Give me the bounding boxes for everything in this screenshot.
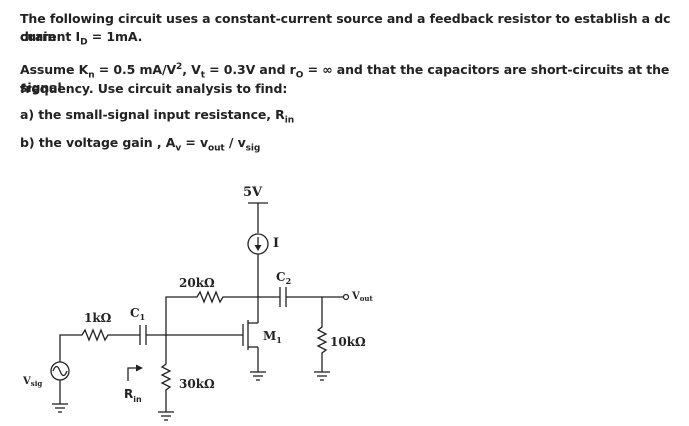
c1-label: C1	[130, 306, 145, 322]
current-source-icon	[247, 233, 269, 255]
assume-a-sub: n	[88, 70, 95, 81]
line2-pre: current I	[20, 29, 81, 44]
problem-line-1: The following circuit uses a constant-cu…	[20, 10, 689, 46]
part-a: a) the small-signal input resistance, Ri…	[20, 106, 294, 126]
vout-terminal	[342, 293, 350, 301]
transistor-label-sub: 1	[276, 335, 282, 345]
assume-c: , V	[182, 62, 201, 77]
ground-icon	[314, 371, 330, 381]
part-b: b) the voltage gain , Av = vout / vsig	[20, 134, 261, 154]
assume-b: = 0.5 mA/V	[94, 62, 177, 77]
part-b-mid: = v	[181, 135, 209, 150]
part-a-text: a) the small-signal input resistance, R	[20, 107, 285, 122]
part-a-sub: in	[284, 115, 294, 126]
rsig-resistor-icon	[59, 328, 140, 362]
rf-label: 20kΩ	[179, 276, 215, 290]
c1-label-sub: 1	[140, 312, 146, 322]
assume-d-sub: O	[295, 70, 304, 81]
part-b-slash: / v	[224, 135, 246, 150]
line2-post: = 1mA.	[87, 29, 143, 44]
transistor-label: M1	[263, 329, 282, 345]
problem-assume: Assume Kn = 0.5 mA/V2, Vt = 0.3V and rO …	[20, 61, 689, 97]
vsig-label: Vsig	[22, 376, 42, 388]
line2-sub: D	[80, 37, 88, 48]
problem-line-4: frequency. Use circuit analysis to find:	[20, 80, 287, 98]
c2-label-main: C	[276, 270, 286, 284]
assume-b-sup: 2	[176, 61, 183, 72]
vsig-label-main: V	[22, 376, 31, 387]
ground-icon	[250, 371, 266, 381]
mosfet-icon	[242, 297, 259, 372]
problem-line-2: current ID = 1mA.	[20, 28, 143, 48]
ac-source-icon	[50, 361, 70, 381]
vout-label: Vout	[351, 291, 374, 303]
c2-label-sub: 2	[286, 276, 292, 286]
transistor-label-main: M	[263, 329, 276, 343]
vsig-label-sub: sig	[31, 379, 43, 388]
rf-resistor-icon	[165, 290, 258, 335]
rsig-label: 1kΩ	[84, 311, 112, 325]
rg-label: 30kΩ	[179, 377, 215, 391]
c1-label-main: C	[130, 306, 140, 320]
rl-label: 10kΩ	[330, 335, 366, 349]
c2-label: C2	[276, 270, 291, 286]
assume-a: Assume K	[20, 62, 89, 77]
part-b-sub1: v	[175, 143, 182, 154]
assume-e: = ∞ and that the capacitors are short-ci…	[20, 62, 670, 95]
line4-text: frequency. Use circuit analysis to find:	[20, 81, 288, 96]
rg-resistor-icon	[160, 335, 172, 412]
vout-label-sub: out	[360, 294, 374, 303]
rin-label: Rin	[124, 387, 142, 404]
rl-resistor-icon	[316, 297, 328, 372]
assume-d: = 0.3V and r	[204, 62, 296, 77]
vout-label-main: V	[351, 291, 360, 302]
part-b-sub3: sig	[245, 143, 261, 154]
part-b-text: b) the voltage gain , A	[20, 135, 176, 150]
ground-icon	[52, 403, 68, 413]
problem-line-1-text: The following circuit uses a constant-cu…	[20, 11, 671, 44]
rin-label-main: R	[124, 387, 133, 401]
ground-icon	[158, 411, 174, 421]
rin-arrow-icon	[127, 364, 143, 381]
rin-label-sub: in	[133, 395, 142, 404]
assume-c-sub: t	[200, 70, 205, 81]
current-source-label: I	[273, 236, 279, 251]
supply-label: 5V	[243, 185, 263, 200]
part-b-sub2: out	[208, 143, 225, 154]
